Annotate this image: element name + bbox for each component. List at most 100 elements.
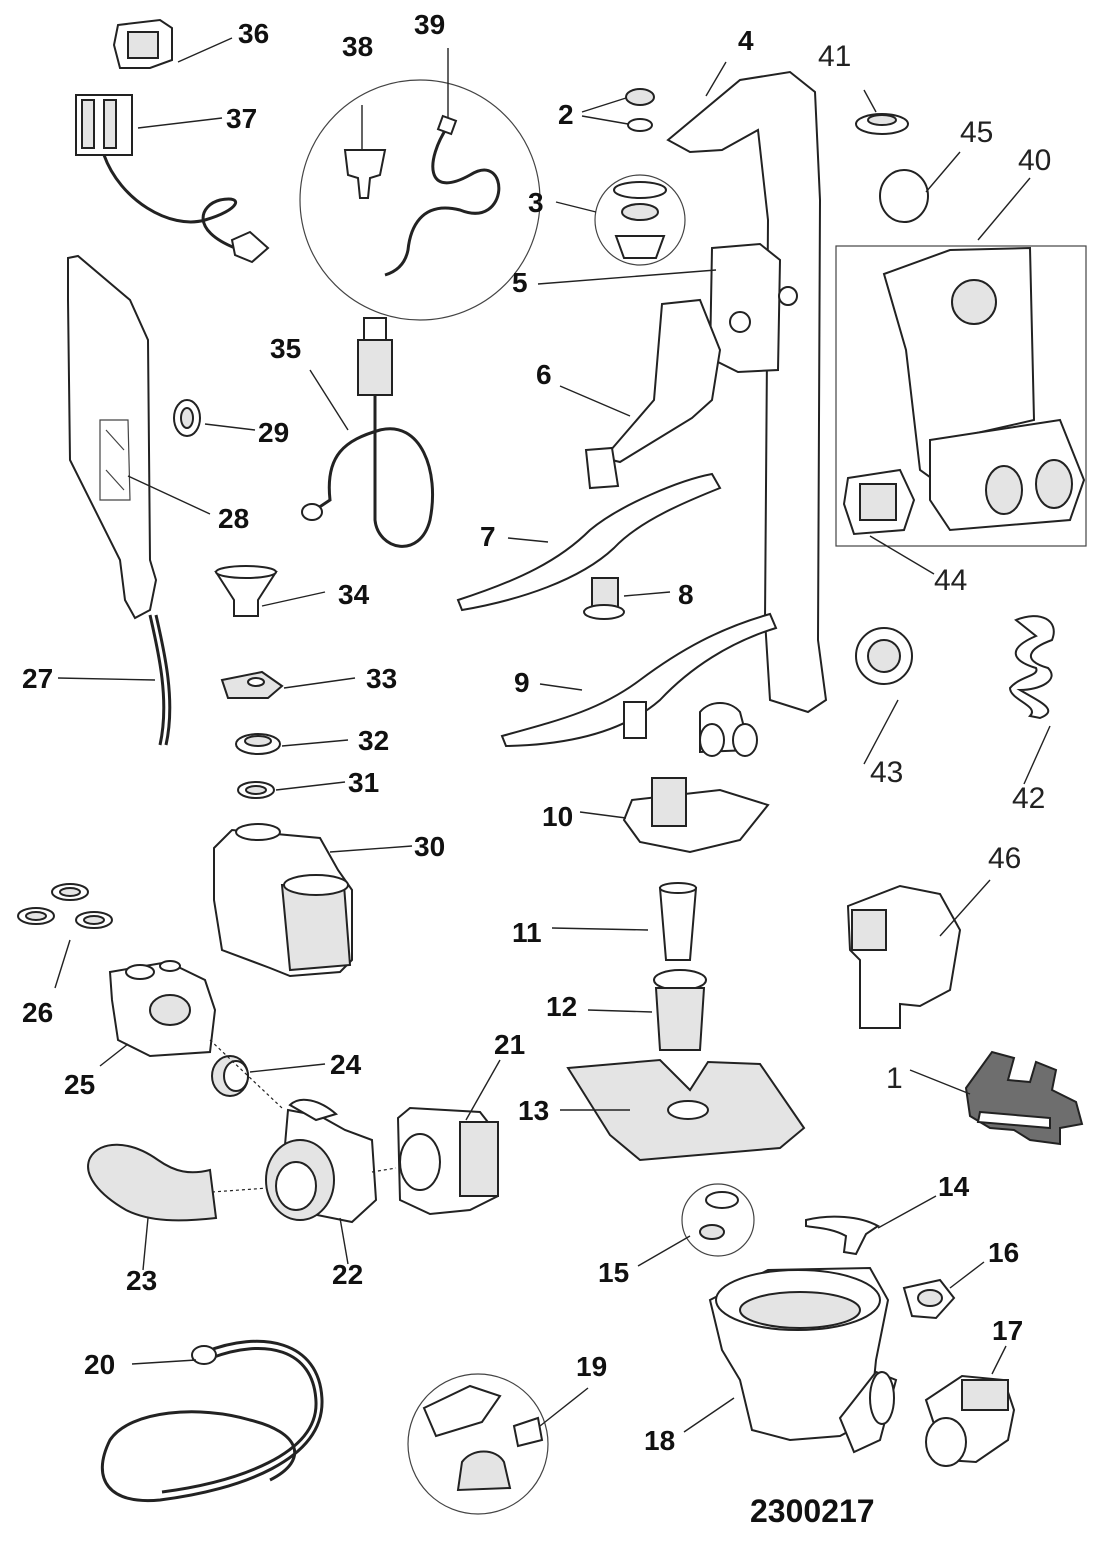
callout-28: 28	[218, 503, 249, 534]
callout-41: 41	[818, 40, 851, 73]
callout-29: 29	[258, 417, 289, 448]
callout-39: 39	[414, 9, 445, 40]
part-14-clip	[805, 1215, 880, 1256]
callout-25: 25	[64, 1069, 95, 1100]
callout-4: 4	[738, 25, 754, 56]
leader-6	[559, 385, 631, 417]
part-27-tube	[148, 614, 172, 746]
callout-11: 11	[512, 917, 542, 948]
leader-45	[925, 151, 961, 193]
part-20-drain-hose	[100, 1339, 324, 1503]
leader-43	[863, 699, 899, 765]
leader-37	[137, 117, 223, 129]
leader-9	[539, 683, 583, 691]
leader-16	[949, 1261, 985, 1289]
leader-34	[261, 591, 326, 607]
leader-31	[275, 781, 346, 791]
part-17-drain-pump	[924, 1374, 1016, 1467]
part-7-upper-spray-arm	[456, 472, 722, 612]
dashed-guide-24-22	[209, 1039, 283, 1109]
callout-2: 2	[558, 99, 574, 130]
callout-34: 34	[338, 579, 370, 610]
part-2-nut-seal	[625, 88, 655, 132]
part-26-seals	[17, 883, 113, 929]
callout-30: 30	[414, 831, 445, 862]
callout-43: 43	[870, 756, 903, 789]
leader-25	[99, 1043, 129, 1067]
part-13-flat-filter	[566, 1058, 806, 1162]
document-number: 2300217	[750, 1493, 875, 1529]
callout-36: 36	[238, 18, 269, 49]
leader-41	[863, 89, 877, 113]
part-33-cap	[220, 670, 284, 699]
leader-23	[142, 1217, 149, 1271]
part-10-spray-base	[622, 777, 770, 854]
part-5-manifold	[708, 242, 798, 374]
part-24-connector	[211, 1055, 249, 1097]
part-41-ring	[855, 113, 909, 135]
callout-12: 12	[546, 991, 577, 1022]
part-18-sump	[708, 1266, 898, 1454]
leader-4	[705, 61, 727, 97]
callout-32: 32	[358, 725, 389, 756]
callout-10: 10	[542, 801, 573, 832]
part-45-seal-ring	[879, 169, 929, 223]
part-36-clip	[112, 18, 173, 69]
callout-27: 27	[22, 663, 53, 694]
leader-7	[507, 537, 549, 543]
part-43-filter-disc	[855, 627, 913, 685]
part-11-micro-strainer	[658, 882, 698, 961]
part-37-door-switch-cable	[75, 94, 270, 264]
part-3-detail-circle	[594, 174, 686, 266]
leader-1	[909, 1069, 971, 1095]
callout-45: 45	[960, 116, 993, 149]
callout-17: 17	[992, 1315, 1023, 1346]
callout-46: 46	[988, 842, 1021, 875]
part-42-spring-clip	[1008, 615, 1055, 720]
leader-12	[587, 1009, 653, 1013]
leader-17	[991, 1345, 1007, 1375]
dashed-guide-22-21	[371, 1167, 397, 1173]
callout-20: 20	[84, 1349, 115, 1380]
leader-35	[309, 369, 349, 431]
part-46-sensor-unit	[846, 884, 962, 1029]
callout-24: 24	[330, 1049, 362, 1080]
part-6-spray-arm-bracket	[584, 298, 722, 490]
part-4-upper-feed-pipe	[666, 70, 828, 757]
callout-5: 5	[512, 267, 528, 298]
part-1-handle	[964, 1050, 1084, 1146]
callout-9: 9	[514, 667, 530, 698]
leader-29	[204, 423, 256, 431]
callout-13: 13	[518, 1095, 549, 1126]
leader-2a	[581, 97, 627, 113]
callout-22: 22	[332, 1259, 363, 1290]
leader-46	[939, 879, 991, 937]
leader-28	[127, 475, 211, 515]
callout-37: 37	[226, 103, 257, 134]
callout-40: 40	[1018, 144, 1051, 177]
leader-44	[869, 535, 935, 575]
part-34-funnel	[214, 565, 278, 617]
part-29-ring	[173, 399, 201, 437]
leader-32	[281, 739, 349, 747]
part-38-39-detail-circle	[299, 79, 541, 321]
callout-16: 16	[988, 1237, 1019, 1268]
leader-18	[683, 1397, 735, 1433]
part-44-fan-module	[842, 468, 916, 536]
leader-20	[131, 1359, 197, 1365]
callout-19: 19	[576, 1351, 607, 1382]
callout-42: 42	[1012, 782, 1045, 815]
callout-35: 35	[270, 333, 301, 364]
callout-15: 15	[598, 1257, 629, 1288]
leader-10	[579, 811, 627, 819]
part-31-seal	[237, 781, 275, 799]
leader-8	[623, 591, 671, 597]
leader-40	[977, 177, 1031, 241]
leader-36	[177, 37, 233, 63]
part-30-salt-container	[213, 823, 353, 978]
part-32-nut	[235, 733, 281, 755]
part-12-coarse-filter	[653, 969, 707, 1051]
part-28-side-panel	[67, 254, 158, 620]
part-21-pump-motor	[396, 1106, 499, 1216]
